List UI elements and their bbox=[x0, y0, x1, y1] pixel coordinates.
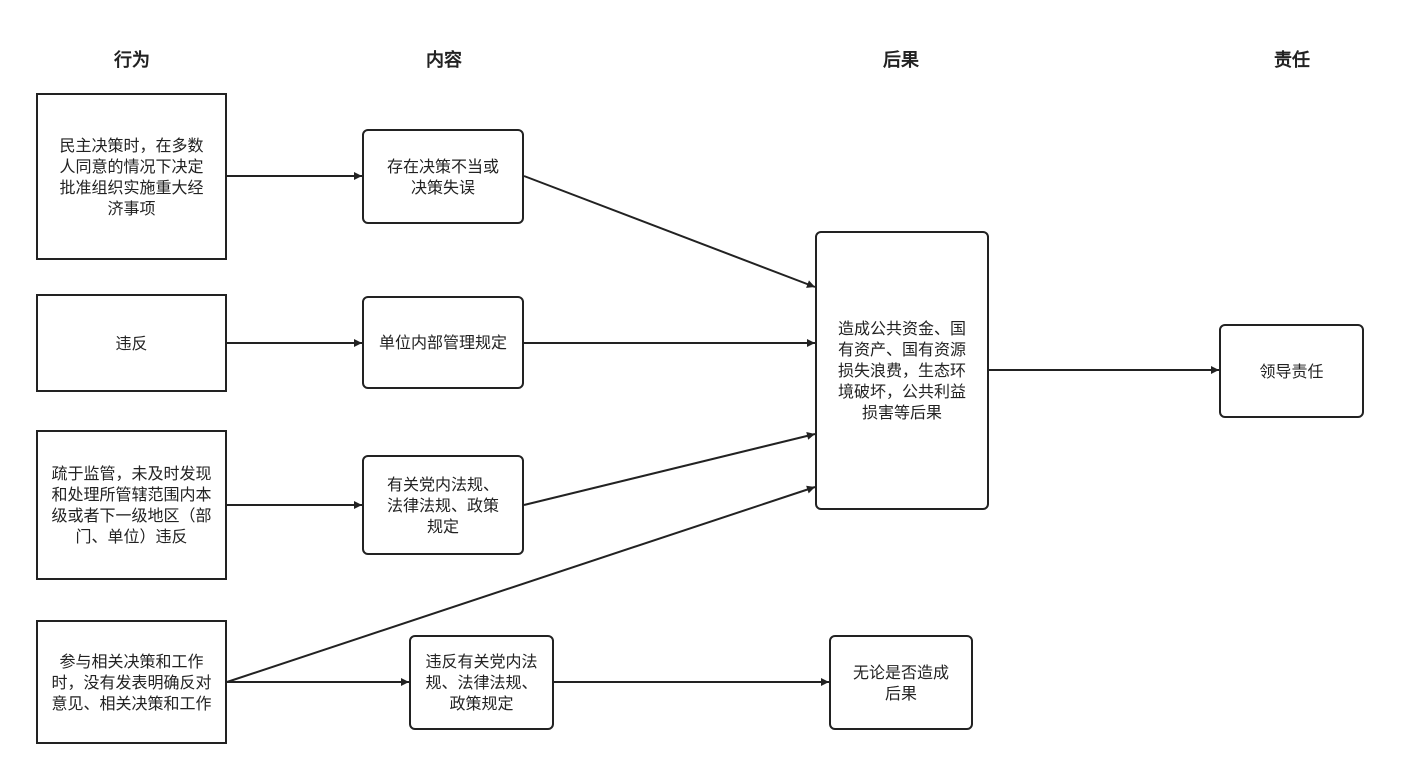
edge-content3-consequence-main bbox=[523, 432, 816, 506]
edge-behavior4-consequence-main bbox=[226, 485, 816, 683]
column-header-behavior: 行为 bbox=[114, 50, 150, 71]
content-node-label: 有关党内法规、法律法规、政策规定 bbox=[386, 474, 499, 536]
behavior-node-democratic-decision: 民主决策时，在多数人同意的情况下决定批准组织实施重大经济事项 bbox=[36, 93, 227, 260]
content-node-violate-regulations: 违反有关党内法规、法律法规、政策规定 bbox=[409, 635, 554, 730]
behavior-node-label: 民主决策时，在多数人同意的情况下决定批准组织实施重大经济事项 bbox=[59, 135, 204, 218]
content-node-improper-decision: 存在决策不当或决策失误 bbox=[362, 129, 524, 224]
behavior-node-label: 参与相关决策和工作时，没有发表明确反对意见、相关决策和工作 bbox=[51, 651, 212, 713]
content-node-regulations: 有关党内法规、法律法规、政策规定 bbox=[362, 455, 524, 555]
consequence-node-label: 无论是否造成后果 bbox=[852, 662, 949, 703]
behavior-node-label: 疏于监管，未及时发现和处理所管辖范围内本级或者下一级地区（部门、单位）违反 bbox=[51, 464, 212, 546]
responsibility-node-label: 领导责任 bbox=[1259, 361, 1324, 381]
consequence-node-losses: 造成公共资金、国有资产、国有资源损失浪费，生态环境破坏，公共利益损害等后果 bbox=[815, 231, 989, 510]
content-node-label: 存在决策不当或决策失误 bbox=[386, 156, 499, 197]
column-header-responsibility: 责任 bbox=[1274, 50, 1310, 71]
consequence-node-regardless: 无论是否造成后果 bbox=[829, 635, 973, 730]
column-header-consequence: 后果 bbox=[883, 50, 919, 71]
column-header-content: 内容 bbox=[426, 50, 462, 71]
content-node-internal-rules: 单位内部管理规定 bbox=[362, 296, 524, 389]
content-node-label: 单位内部管理规定 bbox=[378, 333, 507, 352]
behavior-node-violation: 违反 bbox=[36, 294, 227, 392]
edge-content1-consequence-main bbox=[523, 175, 816, 288]
responsibility-node-leadership: 领导责任 bbox=[1219, 324, 1364, 418]
behavior-node-negligent-supervision: 疏于监管，未及时发现和处理所管辖范围内本级或者下一级地区（部门、单位）违反 bbox=[36, 430, 227, 580]
behavior-node-label: 违反 bbox=[115, 333, 148, 353]
content-node-label: 违反有关党内法规、法律法规、政策规定 bbox=[425, 652, 538, 713]
consequence-node-label: 造成公共资金、国有资产、国有资源损失浪费，生态环境破坏，公共利益损害等后果 bbox=[837, 319, 966, 422]
behavior-node-no-objection: 参与相关决策和工作时，没有发表明确反对意见、相关决策和工作 bbox=[36, 620, 227, 744]
